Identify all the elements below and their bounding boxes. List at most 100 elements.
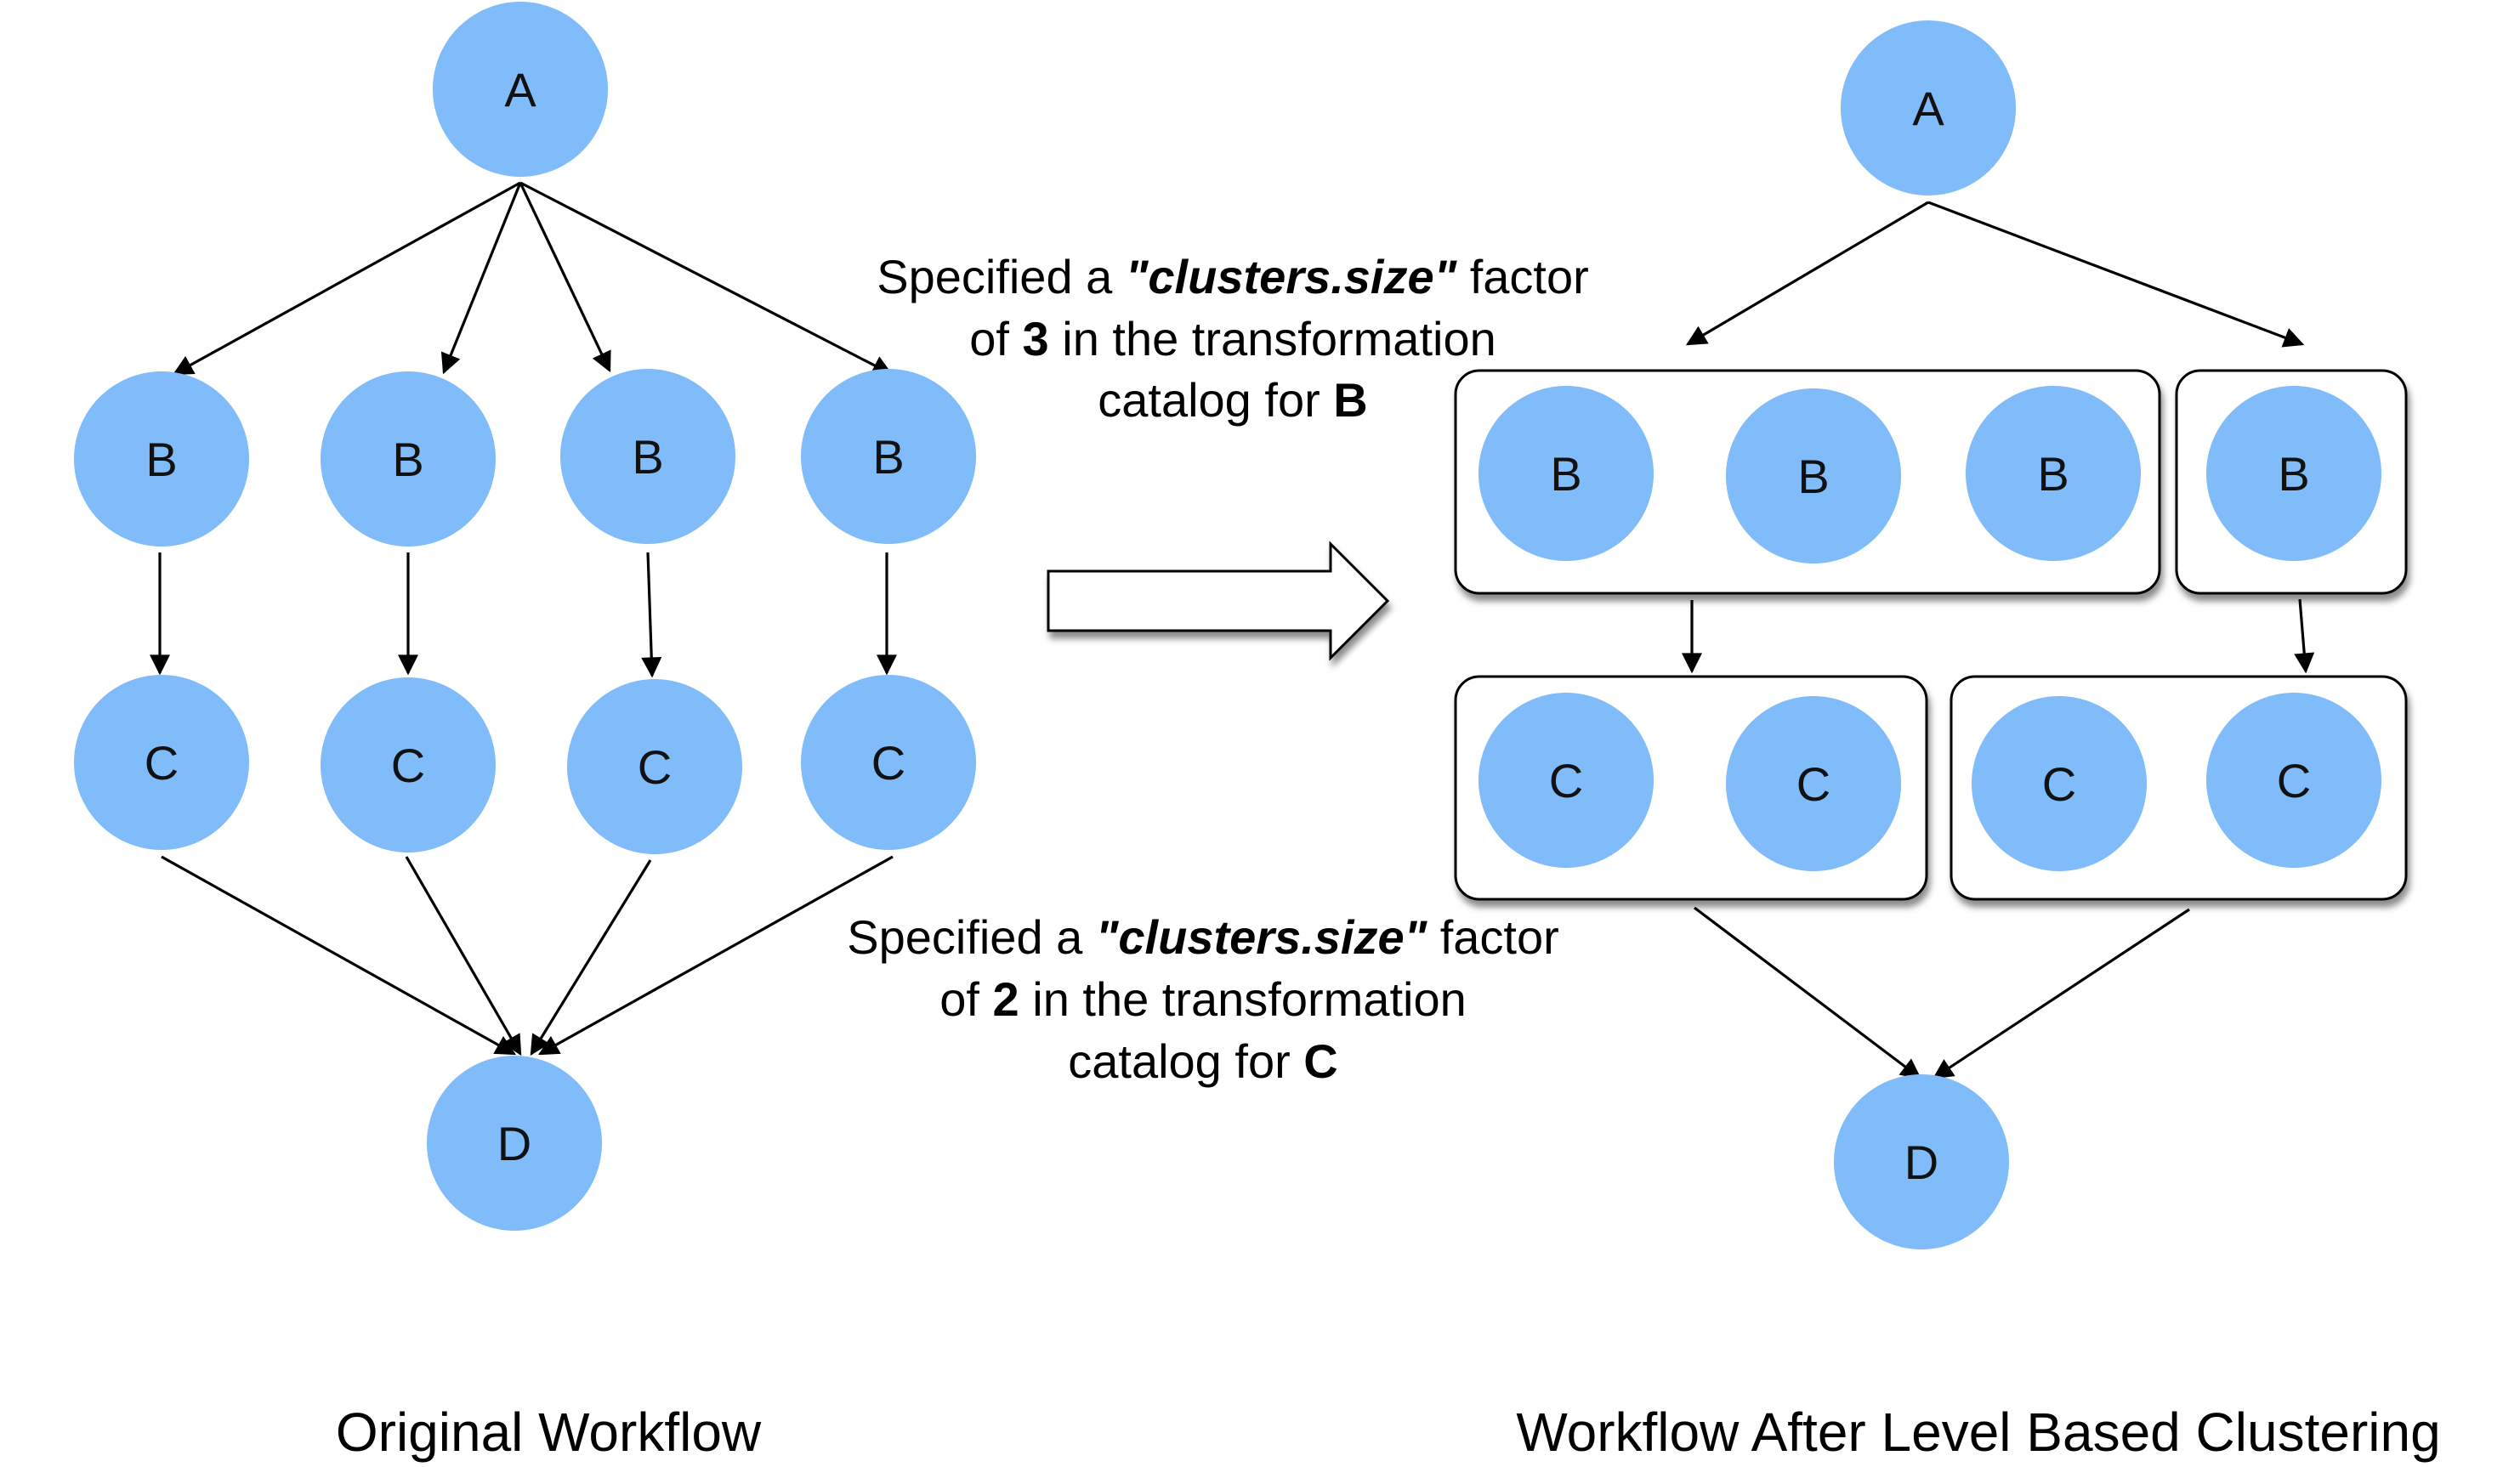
node-d-label: D — [497, 1117, 531, 1170]
edge-a-b1 — [172, 181, 521, 376]
node-a-label: A — [504, 63, 536, 116]
edge-c4-d — [537, 855, 894, 1056]
clustered-node-b-1-circle — [1479, 386, 1654, 561]
right-block-arrow-icon — [1047, 541, 1390, 661]
node-c-2-circle — [321, 677, 496, 852]
node-b-4-label: B — [872, 430, 904, 484]
original-workflow: A B B B B C C C — [74, 2, 976, 1463]
clustered-node-b-3-circle — [1966, 386, 2141, 561]
note-b-line1-key: "clusters.size" — [1126, 250, 1458, 303]
note-c-line1-post: factor — [1427, 910, 1559, 964]
note-c-line2: of 2 in the transformation — [939, 972, 1466, 1026]
edge-b3-c3 — [641, 552, 662, 678]
node-c-4-circle — [801, 675, 976, 850]
clustered-node-d-label: D — [1904, 1136, 1938, 1189]
clustered-node-c-4-circle — [2206, 693, 2381, 868]
edge-a-b2 — [440, 182, 522, 375]
node-c-1: C — [74, 675, 249, 850]
note-b-line3-pre: catalog for — [1098, 373, 1333, 427]
note-c-line2-num: 2 — [993, 972, 1019, 1026]
node-c-2: C — [321, 677, 496, 852]
clustered-node-c-3-circle — [1972, 696, 2147, 871]
clustered-node-c-2: C — [1726, 696, 1901, 871]
cluster-note-c: Specified a "clusters.size" factor of 2 … — [847, 910, 1559, 1088]
node-c-2-label: C — [391, 739, 425, 792]
clustered-workflow-caption: Workflow After Level Based Clustering — [1516, 1402, 2440, 1463]
note-b-line2-num: 3 — [1023, 312, 1049, 365]
node-c-1-label: C — [145, 736, 179, 790]
node-c-4: C — [801, 675, 976, 850]
node-b-4: B — [801, 369, 976, 544]
note-c-line2-pre: of — [939, 972, 992, 1026]
node-b-2: B — [321, 371, 496, 547]
note-c-line2-post: in the transformation — [1019, 972, 1467, 1026]
clustered-node-b-3-label: B — [2037, 447, 2069, 501]
node-b-3-label: B — [632, 430, 663, 484]
node-a: A — [433, 2, 608, 177]
clustered-node-c-2-circle — [1726, 696, 1901, 871]
clustered-workflow: A B B B B C C C — [1454, 20, 2441, 1463]
clustered-node-b-4-circle — [2206, 386, 2381, 561]
node-b-4-circle — [801, 369, 976, 544]
clustered-node-b-2: B — [1726, 388, 1901, 564]
note-b-line2-pre: of — [969, 312, 1022, 365]
node-c-3-label: C — [638, 740, 672, 794]
edge-a-b4 — [519, 181, 894, 376]
node-c-3-circle — [567, 679, 742, 854]
note-b-line1-pre: Specified a — [877, 250, 1126, 303]
clustered-node-a: A — [1841, 20, 2016, 195]
note-b-line2-post: in the transformation — [1049, 312, 1496, 365]
note-b-line2: of 3 in the transformation — [969, 312, 1496, 365]
clustered-node-b-2-label: B — [1797, 450, 1829, 503]
clustered-node-c-1-label: C — [1549, 754, 1583, 807]
clustered-node-a-circle — [1841, 20, 2016, 195]
clustered-node-b-1: B — [1479, 386, 1654, 561]
note-b-line3-job: B — [1333, 373, 1367, 427]
edge-a-b3 — [519, 182, 611, 373]
edge-cluster-c1-d — [1694, 906, 1921, 1079]
clustered-node-b-2-circle — [1726, 388, 1901, 564]
node-b-3: B — [560, 369, 735, 544]
edge-a-cluster-b2 — [1927, 201, 2305, 348]
node-b-1-circle — [74, 371, 249, 547]
node-c-1-circle — [74, 675, 249, 850]
cluster-note-b: Specified a "clusters.size" factor of 3 … — [877, 250, 1589, 427]
edge-c2-d — [405, 856, 522, 1056]
node-b-1-label: B — [145, 433, 177, 486]
note-b-line1-post: factor — [1456, 250, 1589, 303]
node-b-2-circle — [321, 371, 496, 547]
node-d: D — [427, 1056, 602, 1231]
clustered-node-c-3-label: C — [2042, 757, 2076, 811]
node-b-2-label: B — [392, 433, 423, 486]
edge-cluster-b2-cluster-c2 — [2294, 598, 2315, 674]
clustered-node-b-1-label: B — [1550, 447, 1581, 501]
clustered-node-b-4-label: B — [2278, 447, 2309, 501]
clustered-node-c-1-circle — [1479, 693, 1654, 868]
note-c-line1: Specified a "clusters.size" factor — [847, 910, 1559, 964]
clustered-node-a-label: A — [1912, 82, 1944, 135]
clustered-node-c-1: C — [1479, 693, 1654, 868]
node-b-3-circle — [560, 369, 735, 544]
node-c-4-label: C — [871, 736, 905, 790]
clustered-node-c-3: C — [1972, 696, 2147, 871]
note-b-line3: catalog for B — [1098, 373, 1368, 427]
node-c-3: C — [567, 679, 742, 854]
note-c-line3-pre: catalog for — [1068, 1034, 1303, 1088]
original-workflow-caption: Original Workflow — [336, 1402, 762, 1463]
note-b-line1: Specified a "clusters.size" factor — [877, 250, 1589, 303]
node-b-1: B — [74, 371, 249, 547]
edge-c3-d — [530, 859, 652, 1056]
edge-c1-d — [161, 855, 517, 1056]
note-c-line1-pre: Specified a — [847, 910, 1096, 964]
node-d-circle — [427, 1056, 602, 1231]
clustered-node-c-4: C — [2206, 693, 2381, 868]
clustered-node-c-2-label: C — [1796, 757, 1830, 811]
clustered-node-b-3: B — [1966, 386, 2141, 561]
clustered-node-c-4-label: C — [2277, 754, 2311, 807]
note-c-line3-job: C — [1303, 1034, 1337, 1088]
clustered-node-d: D — [1834, 1074, 2009, 1249]
node-a-circle — [433, 2, 608, 177]
edge-cluster-c2-d — [1932, 908, 2190, 1079]
clustered-node-b-4: B — [2206, 386, 2381, 561]
note-c-line3: catalog for C — [1068, 1034, 1338, 1088]
